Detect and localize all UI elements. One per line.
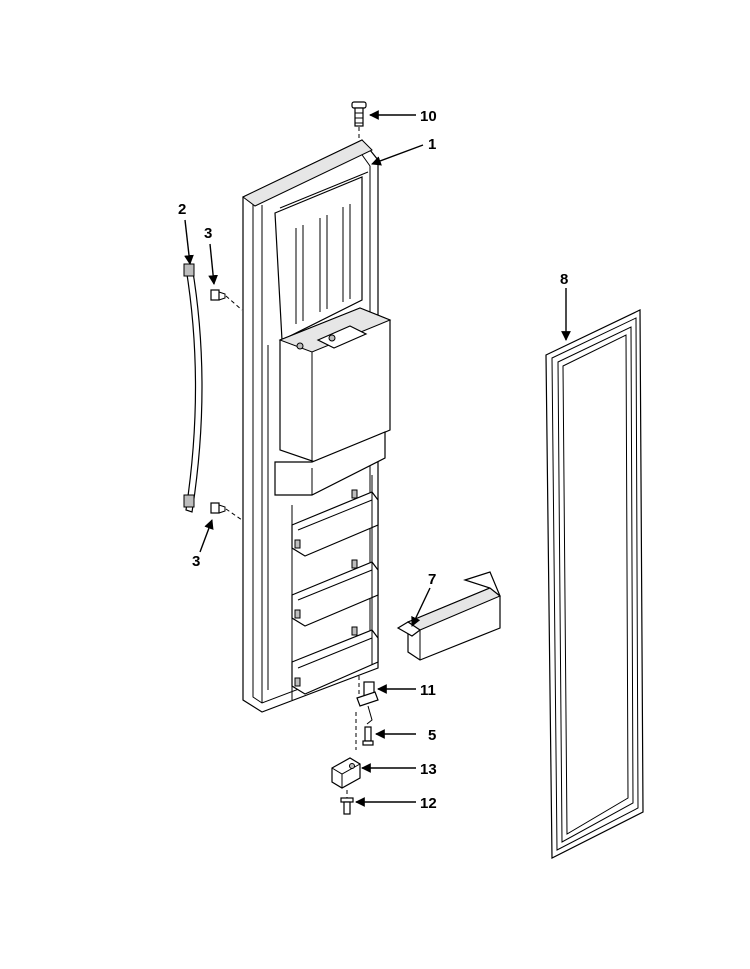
callout-10: 10 <box>420 108 437 125</box>
callout-5: 5 <box>428 727 436 744</box>
lower-hinge-pin <box>356 676 379 725</box>
handle-screw-lower <box>210 502 243 521</box>
callout-8: 8 <box>560 271 568 288</box>
callout-3-lower: 3 <box>192 553 200 570</box>
callout-11: 11 <box>420 682 436 699</box>
hinge-bracket <box>331 757 361 789</box>
callout-7: 7 <box>428 571 436 588</box>
door-panel <box>242 139 392 713</box>
handle-screw-upper <box>210 289 243 311</box>
door-handle <box>183 263 203 513</box>
callout-2: 2 <box>178 201 186 218</box>
callout-12: 12 <box>420 795 437 812</box>
callout-3-upper: 3 <box>204 225 212 242</box>
bracket-screw <box>340 790 354 815</box>
door-gasket <box>545 309 644 859</box>
door-bin <box>396 571 501 661</box>
top-hinge-pin <box>351 101 367 140</box>
callout-1: 1 <box>428 136 436 153</box>
leader-lines <box>184 110 571 807</box>
hinge-screw <box>355 712 374 750</box>
callout-13: 13 <box>420 761 437 778</box>
